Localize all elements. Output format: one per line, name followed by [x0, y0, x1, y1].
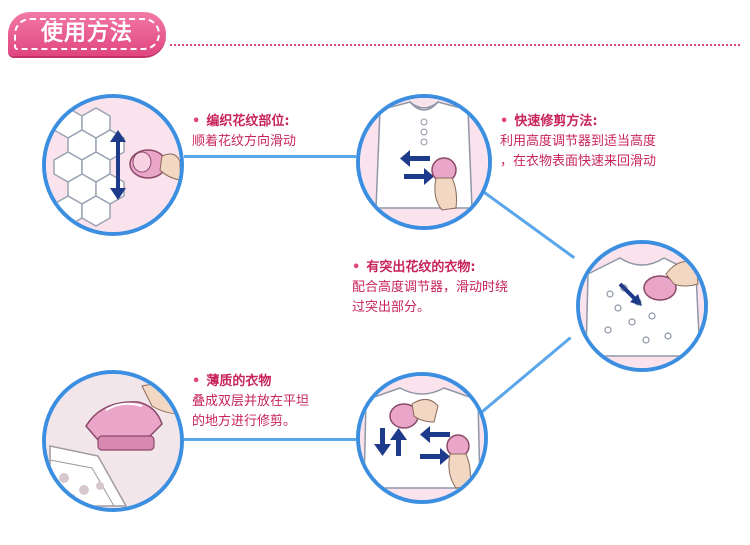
section-header-tab: 使用方法 [8, 12, 166, 56]
lint-remover-device-icon [431, 157, 457, 211]
header-dotted-divider [170, 44, 740, 46]
illustration-sweater-trimming [356, 372, 488, 504]
knit-pattern-illustration [46, 98, 180, 232]
bullet-dot: • [192, 374, 201, 389]
header-stitch-border [14, 18, 160, 50]
step-title: 薄质的衣物 [206, 374, 272, 389]
right-arrow-icon [420, 448, 450, 465]
connector-line-1 [184, 155, 356, 158]
step-description-line: ，在衣物表面快速来回滑动 [500, 154, 657, 169]
bullet-dot: • [192, 114, 201, 129]
illustration-protruding-pattern [576, 240, 708, 372]
lint-remover-device-icon [389, 399, 439, 429]
lint-remover-device-icon-2 [446, 434, 471, 489]
step-title: 有突出花纹的衣物: [366, 260, 476, 275]
illustration-knit-pattern [42, 94, 184, 236]
left-arrow-icon [420, 426, 450, 443]
double-vertical-arrow-icon [110, 130, 126, 200]
connector-line-4 [184, 438, 356, 441]
step-description-line: 配合高度调节器，滑动时绕 [352, 280, 509, 295]
step-protruding-pattern: • 有突出花纹的衣物: 配合高度调节器，滑动时绕 过突出部分。 [352, 258, 508, 318]
connector-line-2 [476, 186, 576, 259]
lint-remover-device-icon [129, 149, 180, 181]
down-arrow-icon [374, 428, 391, 456]
protruding-pattern-illustration [580, 244, 704, 368]
illustration-thin-fabric [42, 370, 184, 512]
lint-remover-device-icon [85, 383, 180, 451]
step-knit-pattern: • 编织花纹部位: 顺着花纹方向滑动 [192, 112, 296, 152]
step-description-line: 利用高度调节器到适当高度 [500, 134, 657, 149]
diagonal-arrow-icon [618, 282, 642, 306]
connector-line-3 [470, 336, 572, 423]
bullet-dot: • [500, 114, 509, 129]
sweater-trimming-illustration [360, 376, 484, 500]
illustration-sweater-quick-trim [356, 94, 492, 230]
thin-fabric-illustration [46, 374, 180, 508]
right-arrow-icon [404, 168, 434, 185]
step-quick-trim: • 快速修剪方法: 利用高度调节器到适当高度 ，在衣物表面快速来回滑动 [500, 112, 656, 172]
bullet-dot: • [352, 260, 361, 275]
step-thin-fabric: • 薄质的衣物 叠成双层并放在平坦 的地方进行修剪。 [192, 372, 309, 432]
step-title: 编织花纹部位: [206, 114, 290, 129]
section-title: 使用方法 [40, 21, 133, 46]
lint-remover-device-icon [643, 261, 699, 301]
up-arrow-icon [390, 428, 407, 456]
left-arrow-icon [400, 150, 430, 167]
step-description-line: 叠成双层并放在平坦 [192, 394, 310, 409]
step-description-line: 的地方进行修剪。 [192, 414, 297, 429]
step-title: 快速修剪方法: [514, 114, 598, 129]
step-description-line: 过突出部分。 [352, 300, 431, 315]
step-description-line: 顺着花纹方向滑动 [192, 134, 297, 149]
sweater-quick-trim-illustration [360, 98, 488, 226]
